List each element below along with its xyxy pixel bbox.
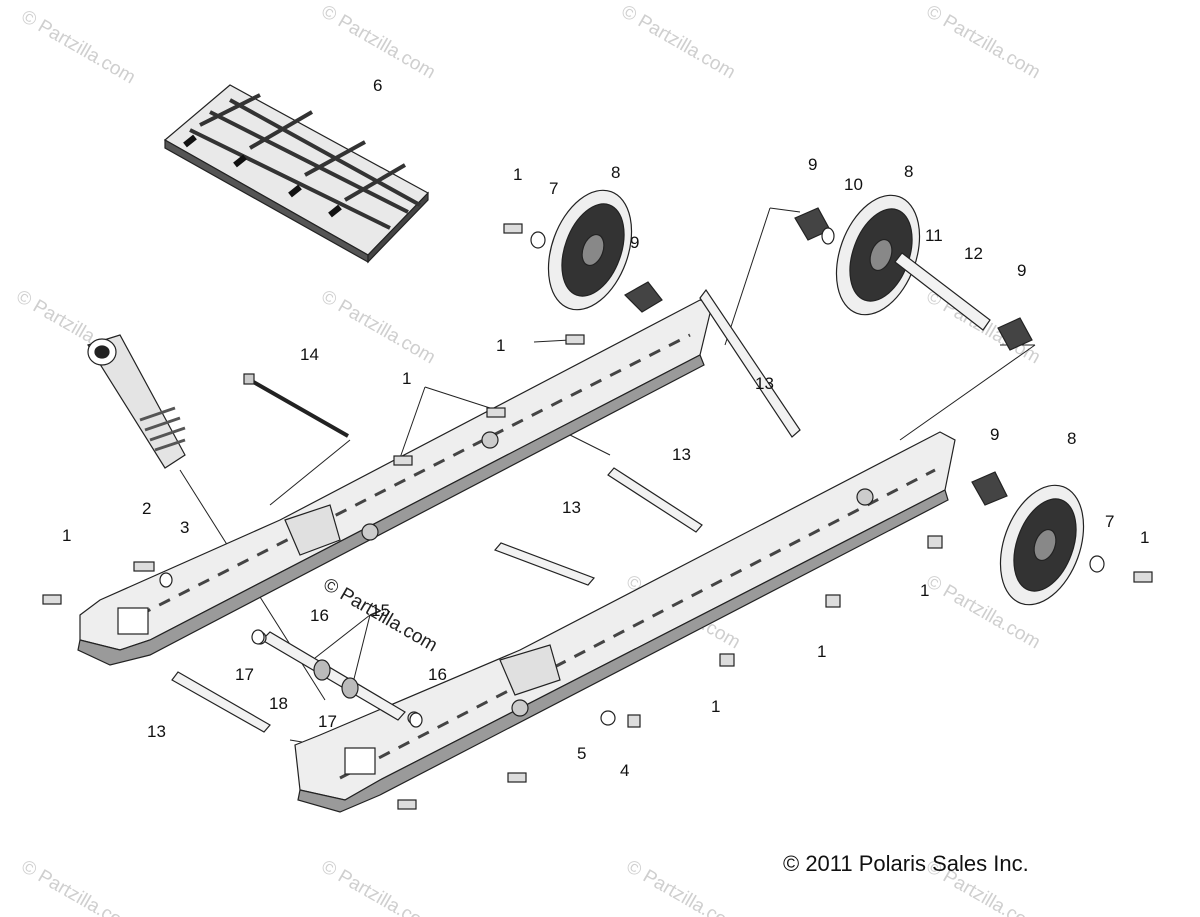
callout-13: 13 (147, 722, 166, 741)
callout-9: 9 (630, 233, 639, 252)
callout-1: 1 (1140, 528, 1149, 547)
callout-13: 13 (562, 498, 581, 517)
callout-7: 7 (1105, 512, 1114, 531)
idler-wheel (835, 194, 921, 316)
callout-3: 3 (180, 518, 189, 537)
watermark: © Partzilla.com (623, 856, 744, 917)
callout-14: 14 (300, 345, 319, 364)
watermark: © Partzilla.com (923, 1, 1044, 83)
callout-13: 13 (672, 445, 691, 464)
callout-1: 1 (513, 165, 522, 184)
callout-11: 11 (925, 226, 943, 245)
part-14-long-bolt (243, 373, 349, 438)
callout-8: 8 (1067, 429, 1076, 448)
callout-1: 1 (920, 581, 929, 600)
callout-5: 5 (577, 744, 586, 763)
right-slide-rail (294, 431, 956, 813)
callout-10: 10 (844, 175, 863, 194)
callout-16: 16 (428, 665, 447, 684)
callout-2: 2 (142, 499, 151, 518)
shock-absorber (87, 334, 186, 469)
left-slide-rail (77, 299, 713, 666)
watermark: © Partzilla.com (318, 856, 439, 917)
callout-12: 12 (964, 244, 983, 263)
watermark: © Partzilla.com (318, 286, 439, 368)
callout-1: 1 (817, 642, 826, 661)
part-12-axle (894, 252, 991, 331)
callout-7: 7 (549, 179, 558, 198)
watermark: © Partzilla.com (618, 1, 739, 83)
bearing-caps (624, 207, 1033, 506)
watermark: © Partzilla.com (18, 6, 139, 88)
bolts (42, 223, 1153, 810)
callout-9: 9 (808, 155, 817, 174)
idler-wheel (999, 484, 1085, 606)
watermark: © Partzilla.com (318, 1, 439, 83)
callout-8: 8 (904, 162, 913, 181)
part-6-tunnel-assembly (163, 84, 429, 264)
callout-labels: 6 1 7 8 9 9 10 8 11 12 9 1 14 1 13 13 9 … (62, 76, 1149, 780)
callout-17: 17 (235, 665, 254, 684)
callout-15: 15 (371, 601, 390, 620)
callout-9: 9 (1017, 261, 1026, 280)
callout-9: 9 (990, 425, 999, 444)
callout-8: 8 (611, 163, 620, 182)
callout-1: 1 (62, 526, 71, 545)
callout-4: 4 (620, 761, 629, 780)
callout-1: 1 (402, 369, 411, 388)
callout-1: 1 (711, 697, 720, 716)
callout-18: 18 (269, 694, 288, 713)
washers (159, 227, 1105, 728)
copyright-notice: © 2011 Polaris Sales Inc. (783, 851, 1029, 876)
callout-16: 16 (310, 606, 329, 625)
callout-17: 17 (318, 712, 337, 731)
callout-13: 13 (755, 374, 774, 393)
callout-6: 6 (373, 76, 382, 95)
idler-wheel (547, 189, 633, 311)
cross-shafts (171, 288, 801, 733)
callout-1: 1 (496, 336, 505, 355)
watermark: © Partzilla.com (18, 856, 139, 917)
